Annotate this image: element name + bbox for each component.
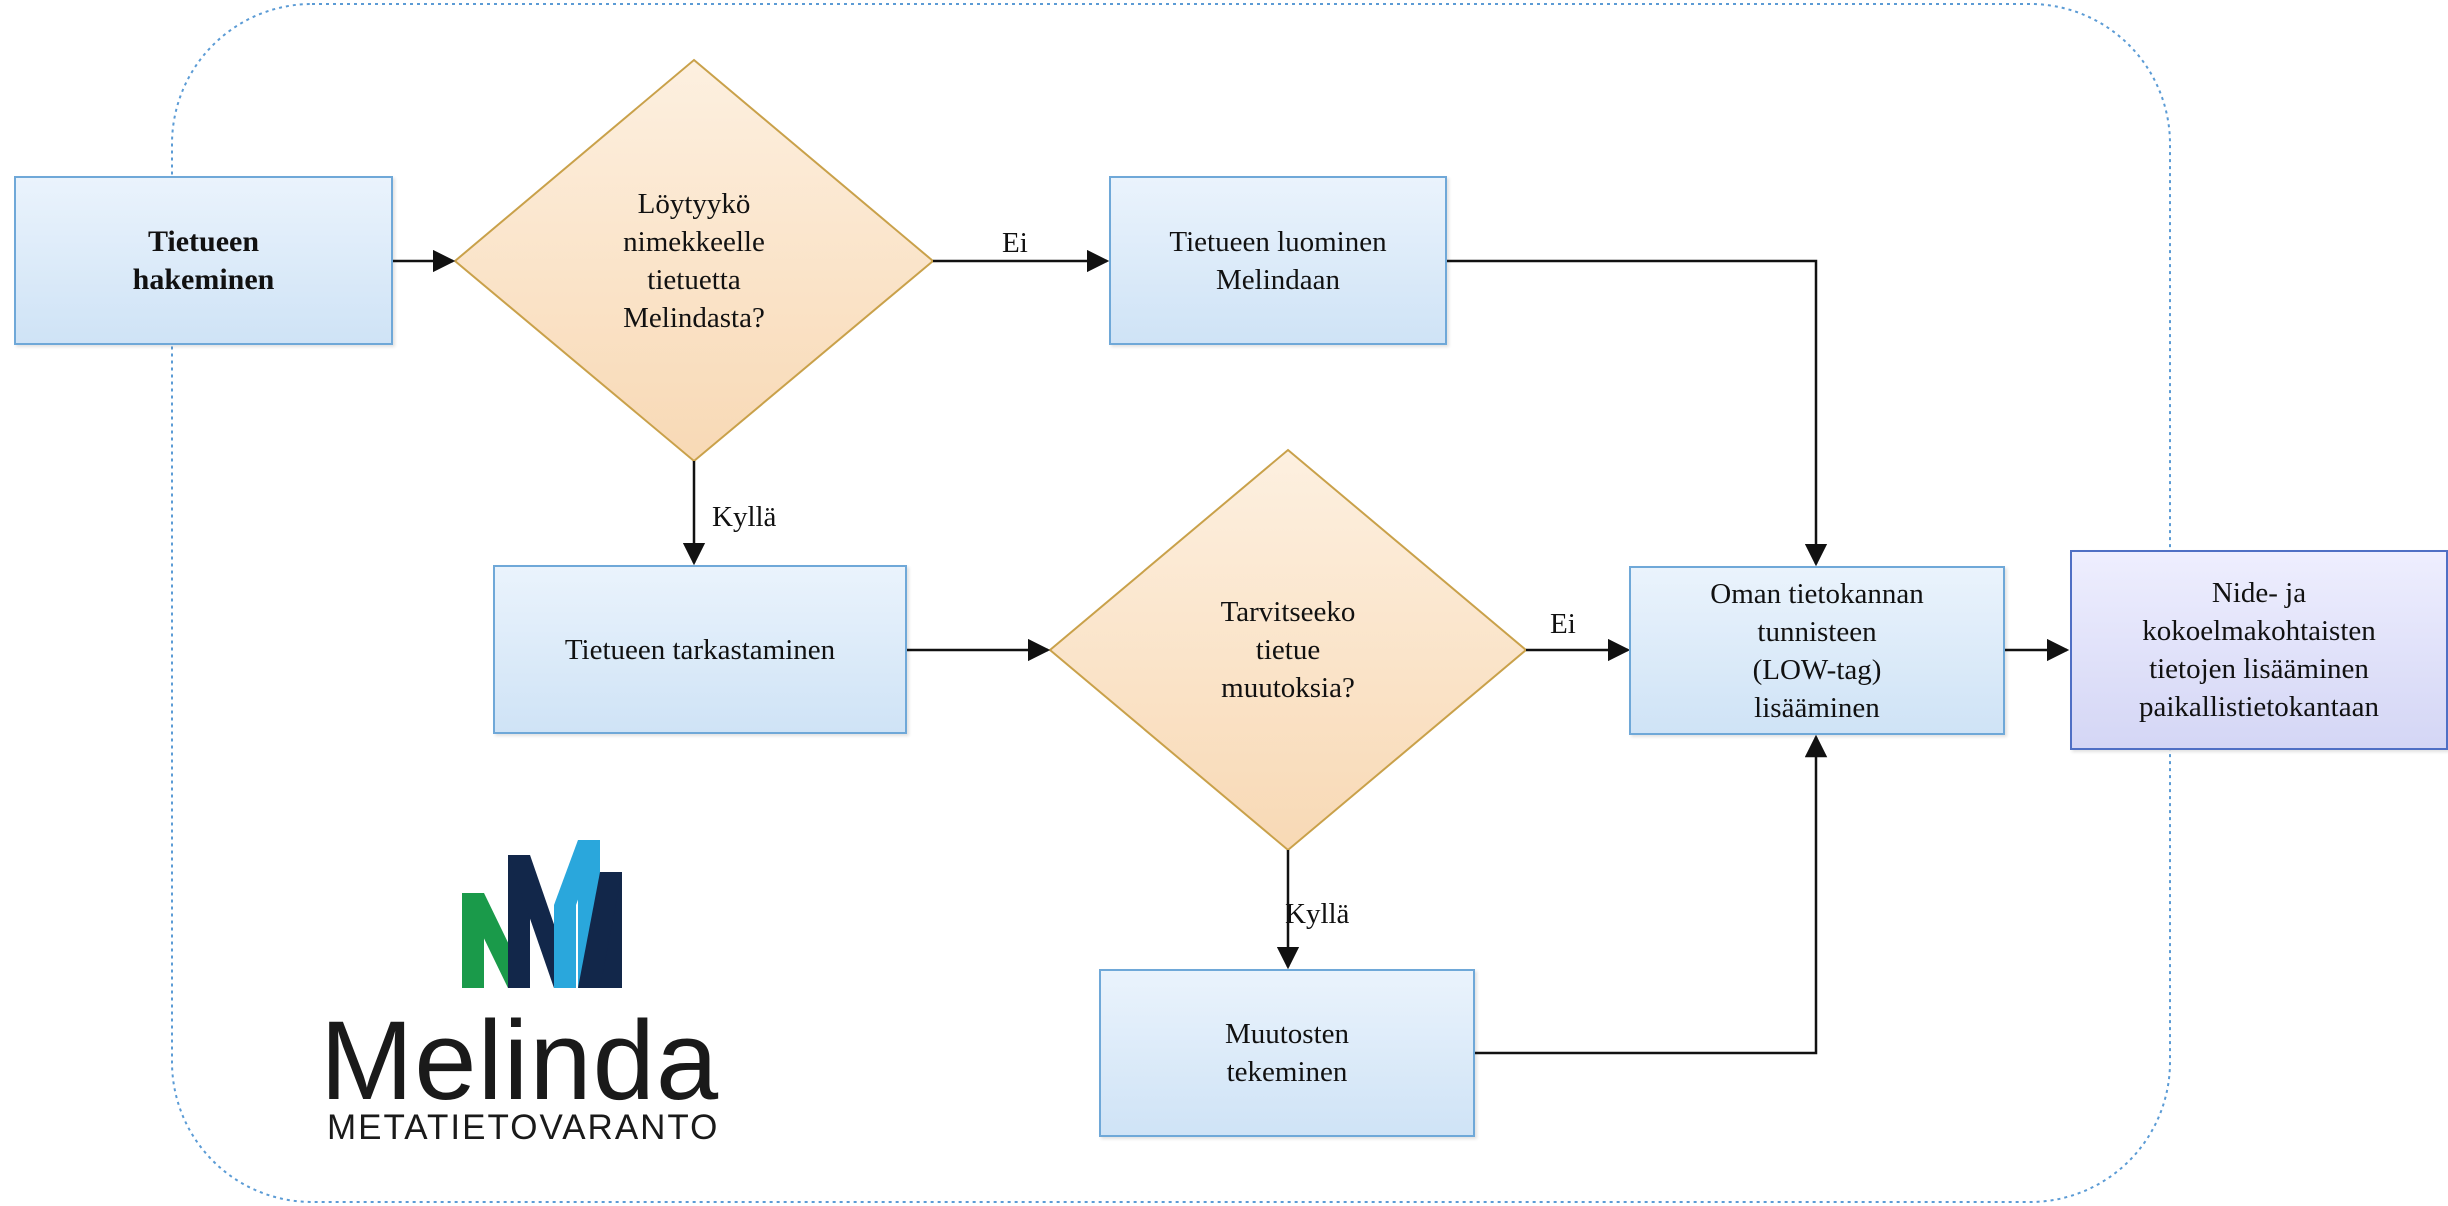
low-tag-line-4: lisääminen [1754,691,1880,724]
found-line-4: Melindasta? [623,302,765,334]
add-low-tag-box: Oman tietokannan tunnisteen (LOW-tag) li… [1629,566,2005,735]
label-changes-no: Ei [1550,608,1576,640]
start-line-1: Tietueen [147,224,260,258]
make-changes-line-1: Muutosten [1224,1018,1350,1050]
check-record-line-1: Tietueen tarkastaminen [564,633,836,666]
changes-line-1: Tarvitseeko [1220,596,1356,628]
final-line-2: kokoelmakohtaisten [2142,615,2376,647]
low-tag-line-3: (LOW-tag) [1752,653,1882,686]
logo-name: Melinda [320,998,720,1123]
label-found-yes: Kyllä [712,501,777,533]
start-line-2: hakeminen [132,262,275,296]
low-tag-line-2: tunnisteen [1757,615,1877,648]
edge-create-to-lowtag [1447,259,1828,567]
label-found-no: Ei [1002,227,1028,259]
changes-line-2: tietue [1255,634,1321,666]
create-record-line-2: Melindaan [1215,263,1340,296]
final-box: Nide- ja kokoelmakohtaisten tietojen lis… [2070,550,2448,750]
decision-changes-text: Tarvitseeko tietue muutoksia? [1128,590,1448,710]
final-line-1: Nide- ja [2211,577,2307,609]
create-record-box: Tietueen luominen Melindaan [1109,176,1447,345]
create-record-line-1: Tietueen luominen [1169,225,1387,258]
label-changes-yes: Kyllä [1285,898,1350,930]
final-line-3: tietojen lisääminen [2149,653,2369,685]
found-line-1: Löytyykö [637,188,751,220]
decision-found-text: Löytyykö nimekkeelle tietuetta Melindast… [534,180,854,342]
edge-changes-to-lowtag [1475,734,1828,1055]
check-record-box: Tietueen tarkastaminen [493,565,907,734]
found-line-3: tietuetta [647,264,741,296]
final-line-4: paikallistietokantaan [2139,691,2379,723]
make-changes-line-2: tekeminen [1226,1056,1348,1088]
low-tag-line-1: Oman tietokannan [1710,577,1924,610]
logo-subtitle: METATIETOVARANTO [327,1108,720,1147]
found-line-2: nimekkeelle [623,226,765,258]
melinda-logo-mark [462,840,622,988]
changes-line-3: muutoksia? [1221,672,1355,704]
start-box: Tietueen hakeminen [14,176,393,345]
make-changes-box: Muutosten tekeminen [1099,969,1475,1137]
